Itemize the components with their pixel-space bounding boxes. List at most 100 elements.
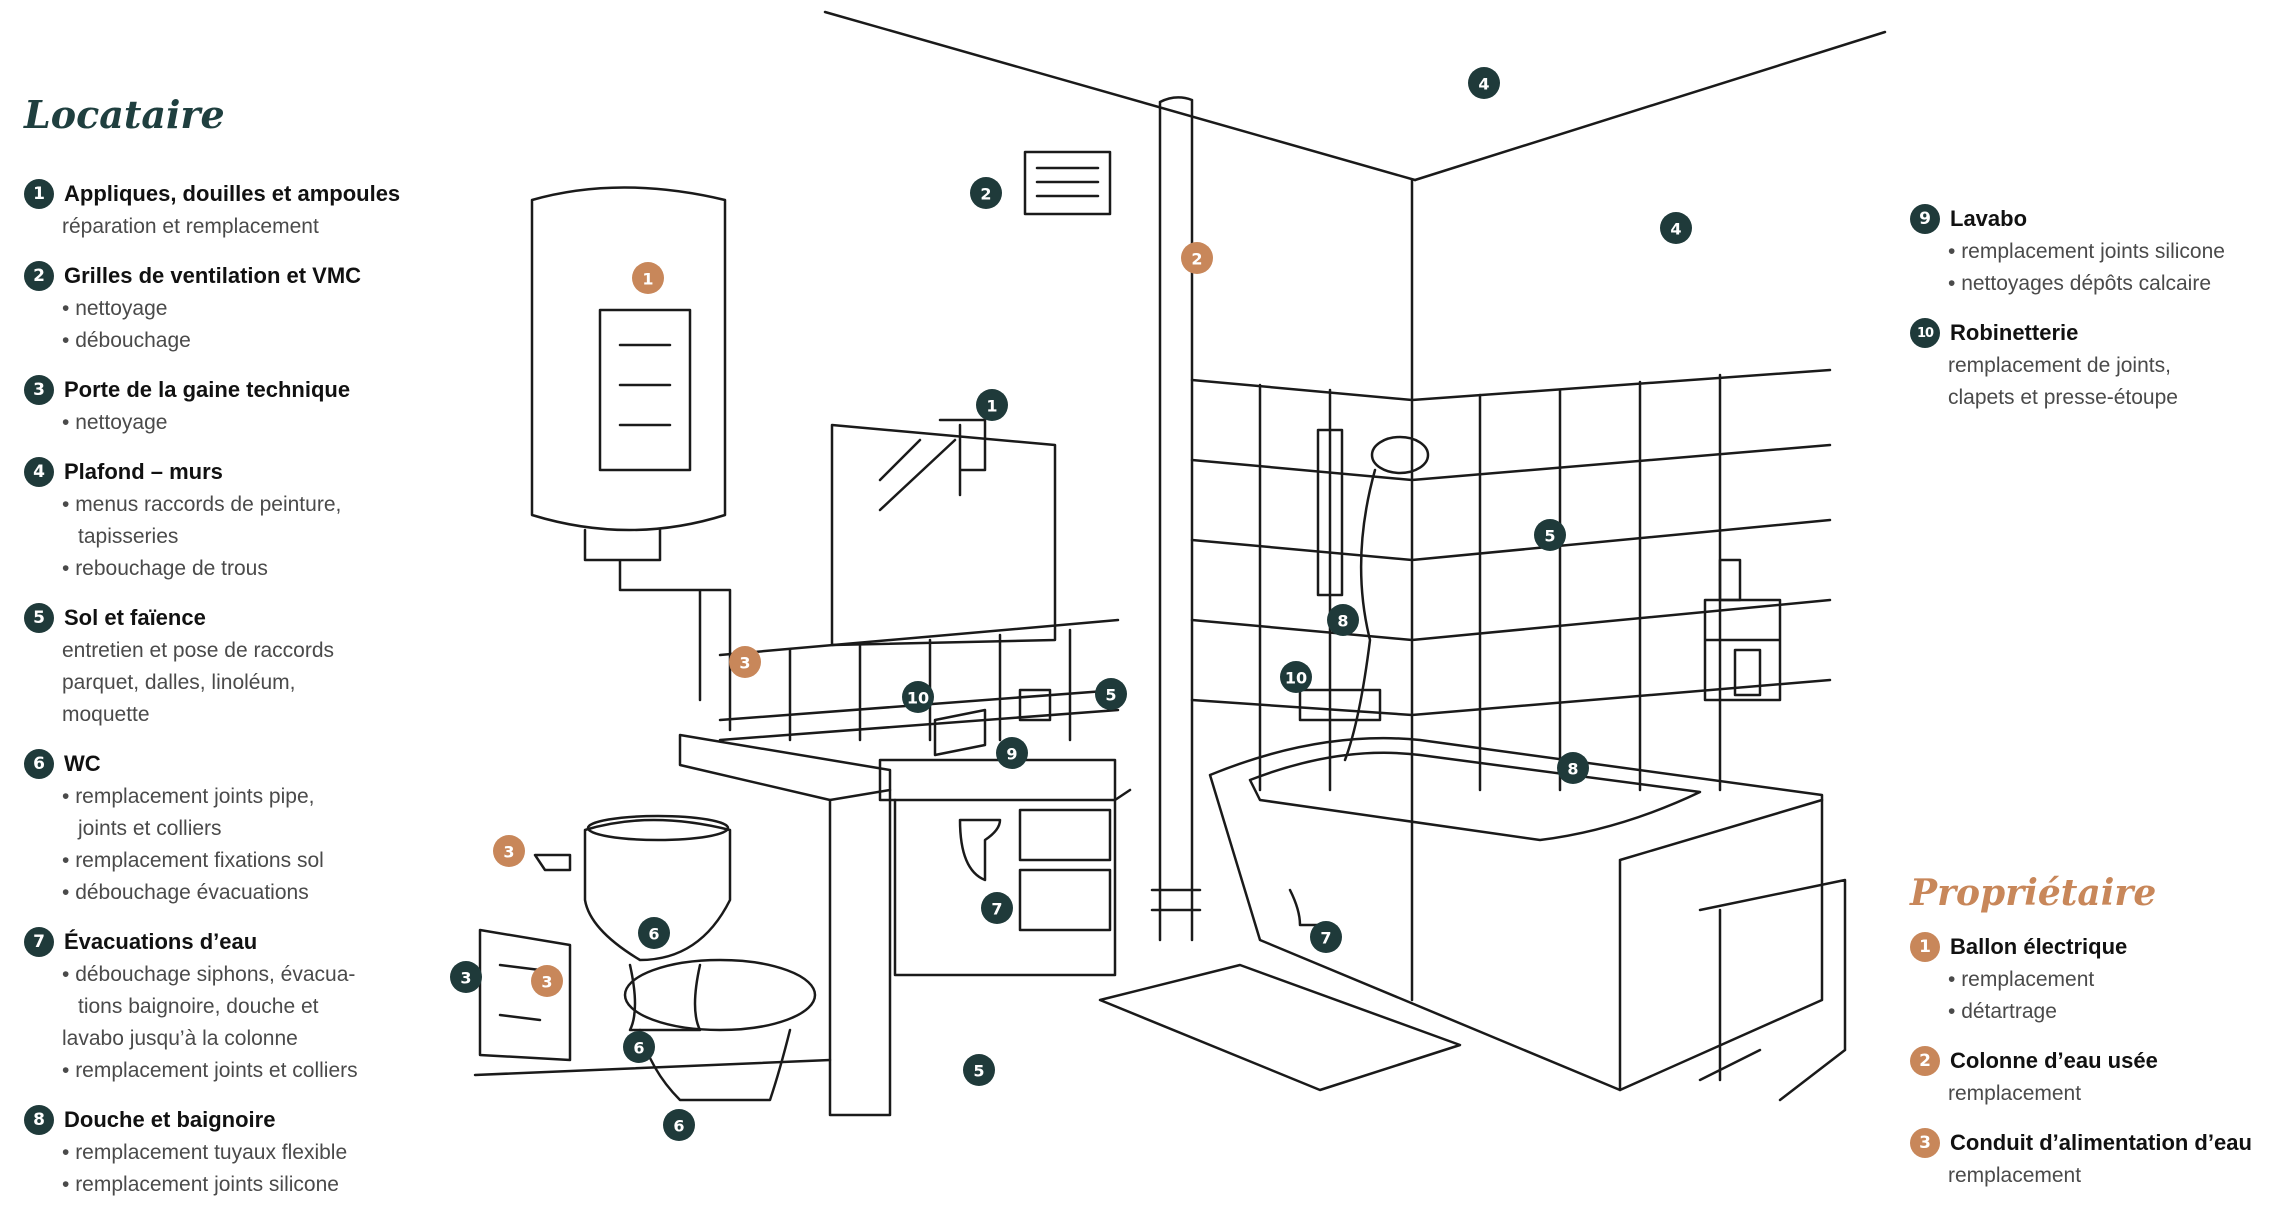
item-body: débouchage siphons, évacua-tions baignoi… bbox=[62, 959, 464, 1087]
mirror bbox=[830, 418, 1057, 647]
marker-9-sink: 9 bbox=[996, 737, 1028, 769]
item-body: nettoyage bbox=[62, 407, 464, 439]
item-line: remplacement joints silicone bbox=[62, 1169, 464, 1201]
item-title-row: 8 Douche et baignoire bbox=[24, 1103, 464, 1137]
marker-6-wc-pipe: 6 bbox=[623, 1031, 655, 1063]
item-title: Conduit d’alimentation d’eau bbox=[1950, 1130, 2252, 1155]
svg-text:5: 5 bbox=[1544, 527, 1555, 546]
item-line: remplacement bbox=[1948, 964, 2270, 996]
svg-text:5: 5 bbox=[973, 1062, 984, 1081]
number-badge: 2 bbox=[24, 261, 54, 291]
item-line: remplacement bbox=[1948, 1082, 2082, 1105]
svg-text:6: 6 bbox=[633, 1039, 644, 1058]
towel-rack bbox=[1698, 878, 1847, 1102]
item-line: débouchage bbox=[62, 325, 464, 357]
marker-6-wc-tank: 6 bbox=[638, 917, 670, 949]
bath-mat bbox=[1098, 963, 1462, 1092]
marker-1-light-fixture: 1 bbox=[976, 389, 1008, 421]
marker-5-wall-tiles-left: 5 bbox=[1095, 678, 1127, 710]
item-title-row: 10 Robinetterie bbox=[1910, 316, 2270, 350]
item-body: remplacementdétartrage bbox=[1948, 964, 2270, 1028]
item-line: débouchage évacuations bbox=[62, 877, 464, 909]
item-line: parquet, dalles, linoléum, bbox=[62, 671, 296, 694]
item-title-row: 3 Conduit d’alimentation d’eau bbox=[1910, 1126, 2270, 1160]
svg-text:4: 4 bbox=[1670, 220, 1681, 239]
tenant-list-right: 9Lavaboremplacement joints siliconenetto… bbox=[1910, 202, 2270, 414]
marker-7-sink-siphon: 7 bbox=[981, 892, 1013, 924]
item-body: remplacement tuyaux flexibleremplacement… bbox=[62, 1137, 464, 1201]
svg-text:3: 3 bbox=[503, 843, 514, 862]
svg-text:3: 3 bbox=[460, 969, 471, 988]
item-line: tapisseries bbox=[78, 525, 179, 548]
marker-owner-2-drain-column: 2 bbox=[1181, 242, 1213, 274]
svg-text:5: 5 bbox=[1105, 686, 1116, 705]
item-line: lavabo jusqu’à la colonne bbox=[62, 1027, 298, 1050]
item-body: remplacement joints pipe,joints et colli… bbox=[62, 781, 464, 909]
item-title-row: 2 Grilles de ventilation et VMC bbox=[24, 259, 464, 293]
item-line: débouchage siphons, évacua- bbox=[62, 959, 464, 991]
item-body: remplacement de joints,clapets et presse… bbox=[1948, 350, 2270, 414]
item-title: Grilles de ventilation et VMC bbox=[64, 263, 362, 288]
item-title: Douche et baignoire bbox=[64, 1107, 276, 1132]
item-line: détartrage bbox=[1948, 996, 2270, 1028]
tenant-legend-right: 9Lavaboremplacement joints siliconenetto… bbox=[1910, 202, 2270, 430]
item-body: nettoyagedébouchage bbox=[62, 293, 464, 357]
shower bbox=[1298, 428, 1430, 762]
item-title: Appliques, douilles et ampoules bbox=[64, 181, 401, 206]
svg-text:2: 2 bbox=[1191, 250, 1202, 269]
number-badge: 10 bbox=[1910, 318, 1940, 348]
item-title: WC bbox=[64, 751, 101, 776]
item-line: remplacement joints et colliers bbox=[62, 1055, 464, 1087]
item-line: nettoyage bbox=[62, 407, 464, 439]
shelf bbox=[1703, 558, 1782, 702]
wall-tiles-left bbox=[718, 618, 1120, 742]
svg-text:4: 4 bbox=[1478, 75, 1489, 94]
marker-6-wc-base: 6 bbox=[663, 1109, 695, 1141]
tenant-heading: Locataire bbox=[24, 92, 225, 137]
number-badge: 8 bbox=[24, 1105, 54, 1135]
item-title: Robinetterie bbox=[1950, 320, 2079, 345]
item-line: tions baignoire, douche et bbox=[78, 995, 319, 1018]
item-body: remplacement bbox=[1948, 1160, 2270, 1192]
marker-owner-3-technical-duct: 3 bbox=[531, 965, 563, 997]
marker-4-wall: 4 bbox=[1660, 212, 1692, 244]
item-title: Plafond – murs bbox=[64, 459, 223, 484]
marker-8-bathtub: 8 bbox=[1557, 752, 1589, 784]
svg-text:2: 2 bbox=[980, 185, 991, 204]
item-line: nettoyage bbox=[62, 293, 464, 325]
wc bbox=[533, 814, 817, 1102]
item-line: nettoyages dépôts calcaire bbox=[1948, 268, 2270, 300]
number-badge: 3 bbox=[1910, 1128, 1940, 1158]
number-badge: 3 bbox=[24, 375, 54, 405]
tenant-item-2: 2 Grilles de ventilation et VMC nettoyaged… bbox=[24, 259, 464, 357]
item-line: clapets et presse-étoupe bbox=[1948, 386, 2178, 409]
marker-5-wall-tiles-right: 5 bbox=[1534, 519, 1566, 551]
number-badge: 1 bbox=[1910, 932, 1940, 962]
water-heater bbox=[530, 186, 732, 732]
svg-text:8: 8 bbox=[1337, 612, 1348, 631]
svg-text:10: 10 bbox=[907, 689, 929, 708]
floor-line bbox=[473, 1058, 832, 1077]
number-badge: 9 bbox=[1910, 204, 1940, 234]
marker-8-shower-hose: 8 bbox=[1327, 604, 1359, 636]
item-line: réparation et remplacement bbox=[62, 215, 319, 238]
half-wall bbox=[678, 733, 892, 1117]
svg-text:1: 1 bbox=[642, 270, 653, 289]
item-body: réparation et remplacement bbox=[62, 211, 464, 243]
svg-text:6: 6 bbox=[648, 925, 659, 944]
technical-duct-door bbox=[478, 928, 572, 1062]
